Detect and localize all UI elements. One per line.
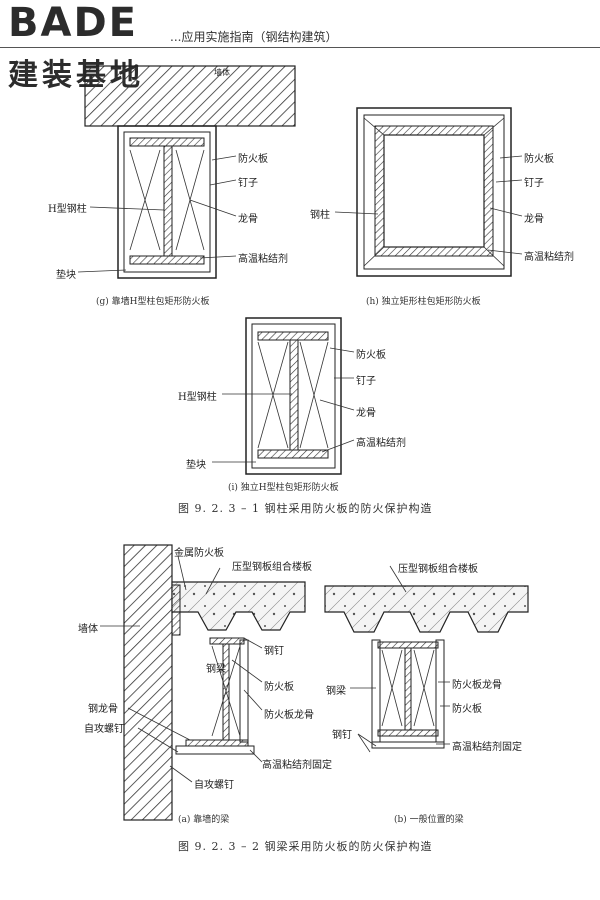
- diagram-h: [334, 107, 523, 277]
- label-fireboard: 防火板: [264, 682, 294, 693]
- label-keel: 龙骨: [356, 408, 376, 419]
- label-keel: 龙骨: [524, 214, 544, 225]
- label-fireboard-keel: 防火板龙骨: [452, 680, 502, 691]
- label-steel-keel: 钢龙骨: [88, 704, 118, 715]
- label-fireboard: 防火板: [524, 154, 554, 165]
- label-nail: 钉子: [356, 376, 376, 387]
- label-adhesive: 高温粘结剂: [356, 438, 406, 449]
- diagram-beam-a: [100, 544, 306, 821]
- figure-title-2: 图 9. 2. 3 – 2 钢梁采用防火板的防火保护构造: [178, 840, 433, 853]
- figure-title-1: 图 9. 2. 3 – 1 钢柱采用防火板的防火保护构造: [178, 502, 433, 515]
- label-steel-beam: 钢梁: [326, 686, 346, 697]
- label-deck-slab: 压型钢板组合楼板: [398, 564, 478, 575]
- label-tapping-screw: 自攻螺钉: [84, 724, 124, 735]
- label-steel-beam: 钢梁: [206, 664, 226, 675]
- label-keel: 龙骨: [238, 214, 258, 225]
- label-pad: 垫块: [56, 270, 76, 281]
- caption-beam-a: (a) 靠墙的梁: [178, 815, 230, 825]
- caption-h: (h) 独立矩形柱包矩形防火板: [366, 297, 481, 307]
- label-tapping-screw-2: 自攻螺钉: [194, 780, 234, 791]
- label-wall: 墙体: [78, 624, 98, 635]
- label-fireboard: 防火板: [238, 154, 268, 165]
- label-adhesive: 高温粘结剂: [524, 252, 574, 263]
- label-adhesive-fix: 高温粘结剂固定: [452, 742, 522, 753]
- label-steel-column: 钢柱: [310, 210, 330, 221]
- header-divider: [0, 47, 600, 48]
- caption-i: (i) 独立H型柱包矩形防火板: [228, 483, 339, 493]
- logo: BADE: [8, 0, 138, 46]
- label-fireboard: 防火板: [452, 704, 482, 715]
- label-h-column: H型钢柱: [178, 392, 217, 403]
- wall-label: 墙体: [214, 68, 230, 77]
- caption-g: (g) 靠墙H型柱包矩形防火板: [96, 297, 210, 307]
- label-pad: 垫块: [186, 460, 206, 471]
- label-nail: 钉子: [238, 178, 258, 189]
- label-steel-nail: 钢钉: [332, 730, 352, 741]
- label-steel-nail: 钢钉: [264, 646, 284, 657]
- diagram-g: [77, 65, 296, 279]
- label-metal-fireboard: 金属防火板: [174, 548, 224, 559]
- label-adhesive-fix: 高温粘结剂固定: [262, 760, 332, 771]
- label-fireboard-keel: 防火板龙骨: [264, 710, 314, 721]
- label-deck-slab: 压型钢板组合楼板: [232, 562, 312, 573]
- label-fireboard: 防火板: [356, 350, 386, 361]
- diagram-beam-b: [324, 565, 529, 753]
- label-h-column: H型钢柱: [48, 204, 87, 215]
- label-nail: 钉子: [524, 178, 544, 189]
- header-title: ...应用实施指南（钢结构建筑）: [170, 30, 338, 44]
- label-adhesive: 高温粘结剂: [238, 254, 288, 265]
- caption-beam-b: (b) 一般位置的梁: [394, 815, 464, 825]
- diagram-i: [212, 317, 355, 475]
